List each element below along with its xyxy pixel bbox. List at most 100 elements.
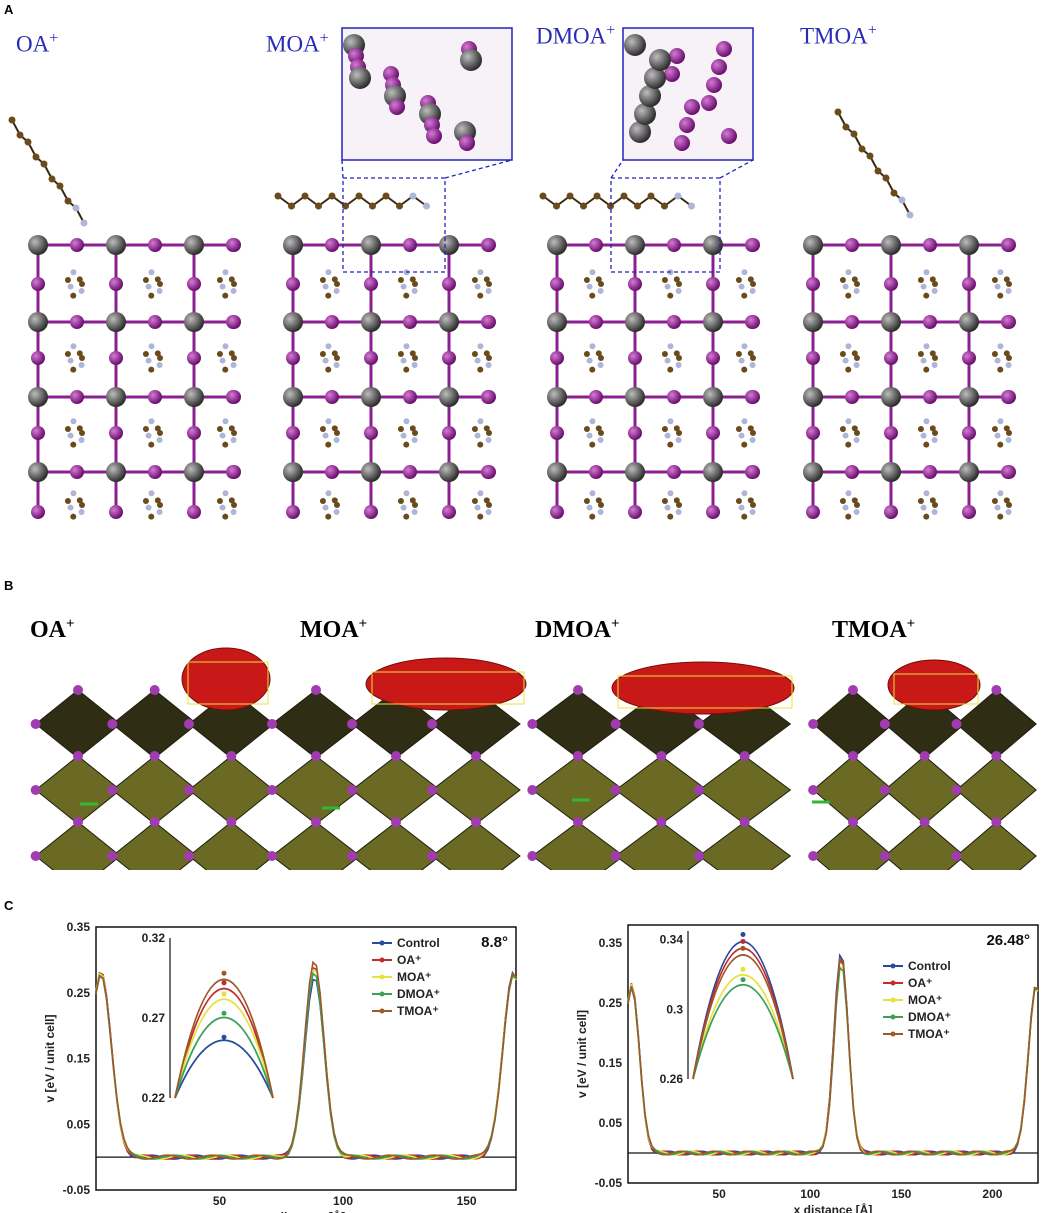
pb-atom xyxy=(625,312,645,332)
pb-atom xyxy=(547,312,567,332)
inset-peak-marker xyxy=(221,980,227,986)
i-atom xyxy=(31,426,45,440)
chain-atom xyxy=(328,192,336,200)
i-atom xyxy=(267,719,277,729)
cation-atom xyxy=(839,498,846,505)
integration-box xyxy=(617,675,793,709)
i-atom xyxy=(694,851,704,861)
inset-peak-marker xyxy=(740,966,746,972)
cation-atom xyxy=(148,441,155,448)
x-axis-label: x distance [Å] xyxy=(794,1202,873,1213)
i-atom xyxy=(573,817,583,827)
inset-peak-marker xyxy=(740,938,746,944)
cation-atom xyxy=(403,366,410,373)
panel-b-label-moa: MOA+ xyxy=(300,616,368,643)
cation-atom xyxy=(595,425,602,432)
pb-atom xyxy=(634,103,656,125)
cation-atom xyxy=(70,343,77,350)
cation-atom xyxy=(923,418,930,425)
legend-label: DMOA⁺ xyxy=(397,987,440,1001)
cation-atom xyxy=(1003,425,1010,432)
cation-atom xyxy=(923,513,930,520)
integration-box xyxy=(893,673,979,705)
cation-atom xyxy=(595,497,602,504)
cation-atom xyxy=(994,357,1001,364)
cation-atom xyxy=(664,432,671,439)
i-atom xyxy=(187,351,201,365)
i-atom xyxy=(706,505,720,519)
cation-atom xyxy=(79,281,85,287)
cation-atom xyxy=(216,351,223,358)
cation-atom xyxy=(76,497,83,504)
chain-atom xyxy=(858,145,866,153)
charge-density-isosurface xyxy=(887,659,981,711)
cation-atom xyxy=(853,509,860,516)
cation-atom xyxy=(471,498,478,505)
cation-atom xyxy=(932,502,938,508)
cation-atom xyxy=(333,362,340,369)
i-atom xyxy=(73,685,83,695)
pb-atom xyxy=(547,387,567,407)
i-atom xyxy=(227,238,241,252)
cation-atom xyxy=(845,343,852,350)
cation-atom xyxy=(661,351,668,358)
cation-atom xyxy=(920,357,927,364)
cation-atom xyxy=(231,430,237,436)
cation-atom xyxy=(929,350,936,357)
zoom-connector xyxy=(444,159,513,179)
inset-y-tick-label: 0.22 xyxy=(142,1091,166,1105)
i-atom xyxy=(267,785,277,795)
cation-atom xyxy=(738,504,745,511)
cation-atom xyxy=(1003,497,1010,504)
cation-atom xyxy=(675,362,682,369)
i-atom xyxy=(109,277,123,291)
i-atom xyxy=(879,851,890,861)
pbi6-octahedron xyxy=(271,755,361,825)
chain-atom xyxy=(553,202,560,210)
cation-atom xyxy=(154,350,161,357)
cation-atom xyxy=(403,490,410,497)
zoom-region xyxy=(342,177,446,273)
cation-atom xyxy=(923,343,930,350)
cation-atom xyxy=(230,509,237,516)
cation-atom xyxy=(477,418,484,425)
cation-atom xyxy=(853,362,860,369)
cation-atom xyxy=(483,497,490,504)
cation-atom xyxy=(929,425,936,432)
legend-label: MOA⁺ xyxy=(397,970,431,984)
cation-atom xyxy=(397,277,404,284)
i-atom xyxy=(107,851,118,861)
pbi6-octahedron xyxy=(614,755,708,825)
cation-atom xyxy=(667,513,674,520)
i-atom xyxy=(701,95,717,111)
chain-atom xyxy=(906,211,914,219)
cation-atom xyxy=(322,504,329,511)
cation-atom xyxy=(667,441,674,448)
i-atom xyxy=(879,719,890,729)
i-atom xyxy=(808,851,819,861)
i-atom xyxy=(694,785,704,795)
i-atom xyxy=(879,785,890,795)
x-tick-label: 150 xyxy=(457,1194,477,1208)
inset-curve xyxy=(174,1039,274,1099)
cation-atom xyxy=(676,430,682,436)
panel-b-label-tmoa: TMOA+ xyxy=(832,616,916,643)
pb-atom xyxy=(624,34,646,56)
cation-atom xyxy=(477,366,484,373)
pbi6-octahedron xyxy=(884,821,966,870)
chain-atom xyxy=(566,192,574,200)
i-atom xyxy=(589,315,603,329)
legend-label: OA⁺ xyxy=(908,976,932,990)
cation-atom xyxy=(842,504,849,511)
cation-atom xyxy=(142,351,149,358)
y-axis-label: v [eV / unit cell] xyxy=(43,1014,57,1102)
series-line xyxy=(627,956,1039,1156)
cation-atom xyxy=(334,281,340,287)
i-atom xyxy=(656,751,667,761)
cation-atom xyxy=(79,355,85,361)
charge-density-isosurface xyxy=(365,657,527,711)
cation-atom xyxy=(932,430,938,436)
cation-atom xyxy=(735,351,742,358)
pbi6-octahedron xyxy=(955,821,1037,870)
i-atom xyxy=(739,751,750,761)
